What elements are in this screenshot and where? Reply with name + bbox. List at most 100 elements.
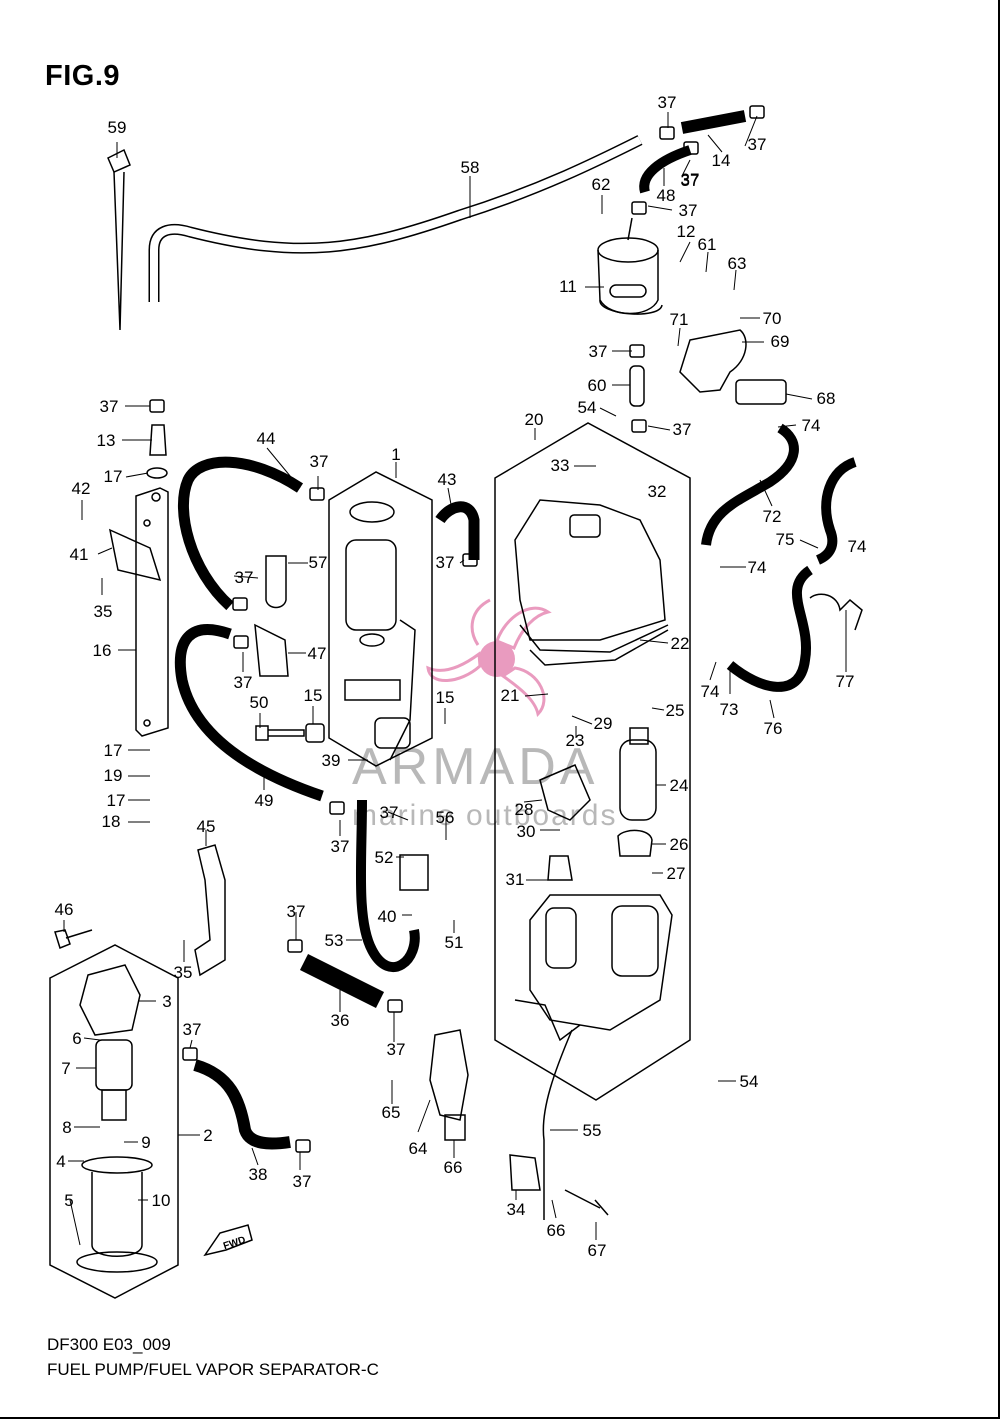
clamp-37	[287, 939, 303, 953]
part-72-hose	[701, 423, 799, 546]
callout-72: 72	[763, 507, 782, 526]
callout-37: 37	[293, 1172, 312, 1191]
callout-74: 74	[848, 537, 867, 556]
callout-60: 60	[588, 376, 607, 395]
clamp-37	[631, 419, 647, 433]
callout-76: 76	[764, 719, 783, 738]
callout-4: 4	[56, 1152, 65, 1171]
part-4-oring	[81, 1156, 153, 1174]
figure-title: FIG.9	[45, 60, 121, 92]
box-vapor-separator	[494, 422, 691, 1101]
callout-29: 29	[594, 714, 613, 733]
part-50-bolt	[255, 725, 305, 741]
callout-37: 37	[380, 803, 399, 822]
callout-12: 12	[677, 222, 696, 241]
part-16-rail	[135, 487, 169, 737]
clamp-37	[629, 344, 645, 358]
part-14-hose	[680, 110, 747, 134]
clamp-37	[749, 105, 765, 119]
clamp-37	[329, 801, 345, 815]
part-77-clamp	[809, 593, 863, 631]
clamp-37	[295, 1139, 311, 1153]
callout-48: 48	[657, 186, 676, 205]
part-7-element	[95, 1039, 133, 1121]
part-22-gasket	[529, 629, 669, 666]
part-3-filter-head	[79, 964, 141, 1036]
callout-37: 37	[658, 93, 677, 112]
part-76-hose	[726, 565, 814, 692]
callout-18: 18	[102, 812, 121, 831]
part-34-mount	[509, 1154, 541, 1191]
box-fuel-filter	[49, 944, 179, 1299]
part-24-pump	[619, 727, 657, 821]
part-68-valve	[735, 379, 787, 405]
part-69-bracket	[679, 329, 747, 393]
callout-37: 37	[287, 902, 306, 921]
callout-66: 66	[547, 1221, 566, 1240]
part-13-fitting	[149, 424, 167, 456]
callout-52: 52	[375, 848, 394, 867]
part-49-hose	[174, 624, 324, 802]
callout-54: 54	[740, 1072, 759, 1091]
part-43-hose	[435, 501, 480, 560]
clamp-37	[631, 201, 647, 215]
callout-37: 37	[673, 420, 692, 439]
callout-73: 73	[720, 700, 739, 719]
callout-66: 66	[444, 1158, 463, 1177]
callout-51: 51	[445, 933, 464, 952]
callout-2: 2	[203, 1126, 212, 1145]
callout-34: 34	[507, 1200, 526, 1219]
callout-35: 35	[94, 602, 113, 621]
callout-58: 58	[461, 158, 480, 177]
callout-47: 47	[308, 644, 327, 663]
callout-42: 42	[72, 479, 91, 498]
clamp-37	[462, 553, 478, 567]
part-11-filter	[597, 217, 663, 315]
callout-23: 23	[566, 731, 585, 750]
part-28-bracket	[539, 764, 591, 821]
part-64-bracket	[429, 1029, 469, 1121]
callout-31: 31	[506, 870, 525, 889]
part-52-filter	[399, 854, 429, 891]
callout-49: 49	[255, 791, 274, 810]
callout-36: 36	[331, 1011, 350, 1030]
callout-21: 21	[501, 686, 520, 705]
callout-44: 44	[257, 429, 276, 448]
part-36-hose	[299, 953, 385, 1009]
callout-69: 69	[771, 332, 790, 351]
part-20-separator-top	[514, 499, 669, 653]
figure-code: DF300 E03_009	[47, 1335, 171, 1354]
clamp-37	[659, 126, 675, 140]
callout-62: 62	[592, 175, 611, 194]
callout-32: 32	[648, 482, 667, 501]
leader-lines	[63, 112, 847, 1246]
clamp-37	[149, 399, 165, 413]
callout-33: 33	[551, 456, 570, 475]
callout-1: 1	[391, 445, 400, 464]
callout-3: 3	[162, 992, 171, 1011]
part-41-bracket	[108, 528, 162, 582]
callout-41: 41	[70, 545, 89, 564]
part-75-hose	[815, 457, 857, 565]
callout-35: 35	[174, 963, 193, 982]
callout-26: 26	[670, 835, 689, 854]
callout-68: 68	[817, 389, 836, 408]
callout-37: 37	[436, 553, 455, 572]
callout-43: 43	[438, 470, 457, 489]
callout-63: 63	[728, 254, 747, 273]
callout-37: 37	[183, 1020, 202, 1039]
callout-59: 59	[108, 118, 127, 137]
clamp-37	[233, 635, 249, 649]
callout-25: 25	[666, 701, 685, 720]
part-66-bushing	[444, 1114, 466, 1141]
callout-28: 28	[515, 800, 534, 819]
callout-57: 57	[309, 553, 328, 572]
callout-38: 38	[249, 1165, 268, 1184]
callout-30: 30	[517, 822, 536, 841]
callout-39: 39	[322, 751, 341, 770]
part-55-cable	[542, 1029, 573, 1220]
callout-37: 37	[331, 837, 350, 856]
part-20-separator-body	[514, 894, 673, 1042]
